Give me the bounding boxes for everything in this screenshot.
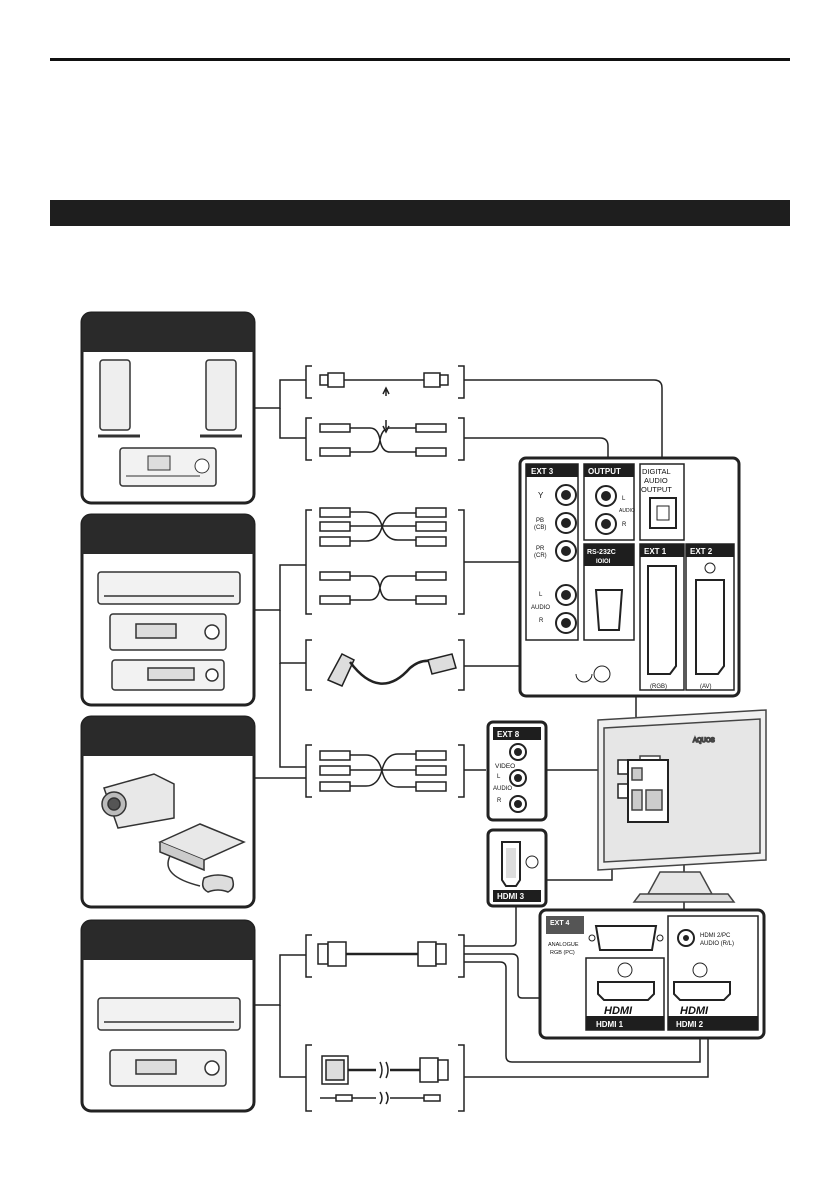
output-l-label: L bbox=[622, 496, 626, 502]
device-box-audio bbox=[80, 311, 256, 505]
hdmi1-logo: HDMI bbox=[604, 1005, 633, 1017]
hdmi2-pc-audio-label-1: HDMI 2/PC bbox=[700, 933, 731, 939]
vcr-icon-2 bbox=[111, 659, 225, 691]
analogue-rgb-label-2: RGB (PC) bbox=[550, 950, 575, 956]
ext3-label: EXT 3 bbox=[531, 467, 554, 476]
ext3-l-label: L bbox=[539, 592, 543, 598]
pb-sub-label: (CB) bbox=[534, 525, 546, 531]
tv-panel-ext8: EXT 8 VIDEO L AUDIO R bbox=[486, 720, 548, 822]
rs232c-label: RS-232C bbox=[587, 549, 616, 556]
y-label: Y bbox=[538, 491, 544, 500]
top-rule bbox=[50, 58, 790, 61]
blu-ray-player-icon bbox=[97, 997, 241, 1031]
device-box-hdmi-devices bbox=[80, 919, 256, 1113]
ext8-label: EXT 8 bbox=[497, 730, 520, 739]
pr-sub-label: (CR) bbox=[534, 553, 547, 559]
hdmi3-label: HDMI 3 bbox=[497, 892, 525, 901]
tv-panel-lower: EXT 4 ANALOGUE RGB (PC) HDMI HDMI 1 HDMI… bbox=[538, 908, 766, 1040]
output-r-label: R bbox=[622, 522, 627, 528]
ext8-l-label: L bbox=[497, 774, 501, 780]
ext1-sub-label: (RGB) bbox=[650, 684, 667, 690]
vcr-icon bbox=[109, 613, 227, 651]
analogue-rgb-label-1: ANALOGUE bbox=[548, 942, 579, 948]
tv-panel-upper: EXT 3 Y PB (CB) PR (CR) L AUDIO R OUTPUT… bbox=[518, 456, 741, 698]
tv-panel-hdmi3: HDMI 3 bbox=[486, 828, 548, 908]
hdmi1-label: HDMI 1 bbox=[596, 1020, 624, 1029]
device-box-recorders bbox=[80, 513, 256, 707]
camcorder-icon bbox=[101, 773, 175, 829]
dvd-recorder-icon bbox=[97, 571, 241, 605]
speaker-icon bbox=[98, 359, 242, 438]
hdmi2-pc-audio-label-2: AUDIO (R/L) bbox=[700, 941, 734, 947]
scart-port-ext2 bbox=[695, 579, 725, 675]
pr-label: PR bbox=[536, 546, 545, 552]
digital-audio-output-label-1: DIGITAL bbox=[642, 467, 671, 476]
ext8-r-label: R bbox=[497, 798, 502, 804]
ext3-r-label: R bbox=[539, 618, 544, 624]
cable-group-frames bbox=[305, 365, 465, 1112]
amplifier-icon bbox=[119, 447, 217, 487]
audio-rca-cable bbox=[319, 423, 447, 457]
hdmi2-logo: HDMI bbox=[680, 1005, 709, 1017]
digital-audio-output-label-3: OUTPUT bbox=[641, 485, 672, 494]
digital-audio-output-label-2: AUDIO bbox=[644, 476, 668, 485]
composite-av-cable bbox=[319, 750, 447, 792]
ext8-audio-label: AUDIO bbox=[493, 786, 512, 792]
vga-port bbox=[594, 925, 658, 951]
hdmi-cable bbox=[317, 941, 447, 967]
ext8-jacks bbox=[509, 743, 527, 813]
hdmi2-port bbox=[673, 981, 731, 1001]
hdd-recorder-icon bbox=[109, 1049, 227, 1087]
bracket-lines bbox=[254, 379, 306, 1078]
section-header-bar bbox=[50, 200, 790, 226]
output-label: OUTPUT bbox=[588, 467, 621, 476]
output-jacks bbox=[595, 485, 617, 535]
ext4-label: EXT 4 bbox=[550, 920, 570, 927]
device-box-camcorder bbox=[80, 715, 256, 909]
ext1-label: EXT 1 bbox=[644, 547, 667, 556]
output-audio-label: AUDIO bbox=[619, 508, 635, 514]
ext3-jacks bbox=[555, 484, 577, 634]
rs232c-port bbox=[594, 589, 624, 631]
scart-cable bbox=[326, 653, 457, 687]
tv-brand-label: AQUOS bbox=[693, 738, 715, 744]
game-console-icon bbox=[158, 823, 246, 893]
ext2-sub-label: (AV) bbox=[700, 684, 712, 690]
rs232c-sub-label: IOIOI bbox=[596, 559, 611, 565]
ext3-audio-label: AUDIO bbox=[531, 605, 550, 611]
optical-cable bbox=[319, 372, 449, 434]
ext2-label: EXT 2 bbox=[690, 547, 713, 556]
scart-port-ext1 bbox=[647, 565, 677, 675]
tv-rear-illustration: AQUOS bbox=[597, 709, 767, 903]
dvi-hdmi-cable bbox=[320, 1055, 449, 1105]
hdmi1-port bbox=[597, 981, 655, 1001]
hdmi2-label: HDMI 2 bbox=[676, 1020, 704, 1029]
pb-label: PB bbox=[536, 518, 544, 524]
video-label: VIDEO bbox=[495, 763, 515, 770]
component-cable bbox=[319, 507, 447, 605]
